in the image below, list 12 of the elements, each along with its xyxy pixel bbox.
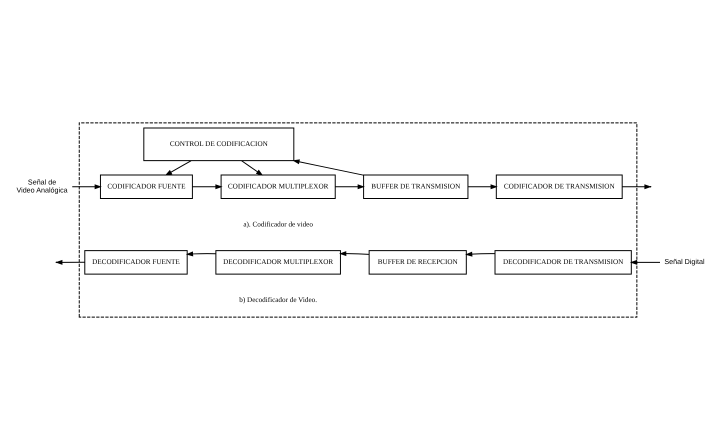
arrow — [622, 184, 652, 190]
arrow — [186, 251, 216, 256]
arrow — [468, 184, 498, 190]
arrow — [465, 252, 496, 257]
arrow — [339, 251, 370, 256]
arrow — [630, 260, 660, 265]
arrow — [192, 184, 223, 190]
arrow — [292, 159, 364, 176]
arrow — [334, 184, 365, 190]
arrow — [72, 184, 102, 190]
arrow — [164, 160, 192, 176]
arrow — [241, 160, 264, 176]
